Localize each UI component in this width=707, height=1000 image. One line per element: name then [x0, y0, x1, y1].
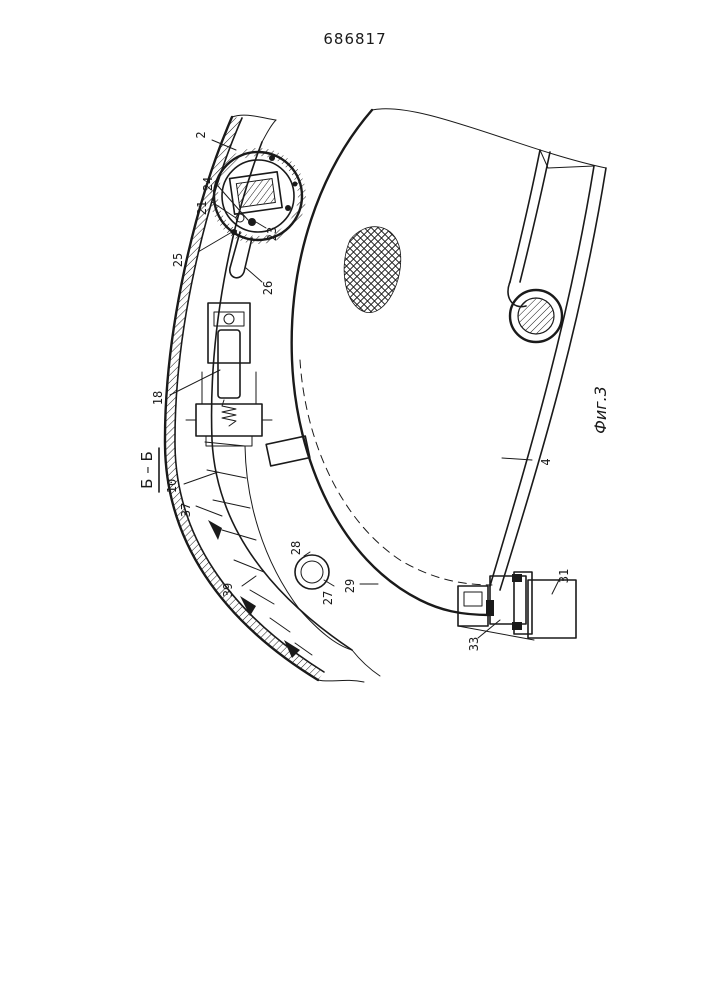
- callout-28: 28: [289, 541, 303, 555]
- callout-31: 31: [557, 569, 571, 583]
- leader-lines: [170, 140, 560, 638]
- callout-39: 39: [221, 583, 235, 597]
- callout-25: 25: [171, 253, 185, 267]
- shaft-27: [295, 555, 329, 589]
- callout-27: 27: [321, 591, 335, 605]
- circular-housing: [214, 152, 302, 278]
- callout-29: 29: [343, 579, 357, 593]
- callout-33: 33: [467, 637, 481, 651]
- callout-23: 23: [265, 227, 279, 241]
- inner-panel: [490, 150, 606, 590]
- patent-number: 686817: [323, 30, 386, 48]
- callout-24: 24: [201, 177, 215, 191]
- seal-segments: [205, 442, 352, 658]
- drum-body: [292, 109, 606, 615]
- section-label: Б – Б: [138, 451, 156, 489]
- roller: [510, 290, 562, 342]
- callout-10: 10: [165, 479, 179, 493]
- callout-2: 2: [194, 131, 208, 138]
- mesh-screen: [344, 227, 401, 313]
- cylinder-mechanism: [186, 303, 272, 446]
- callout-21: 21: [195, 201, 209, 215]
- section-label-group: Б – Б: [138, 448, 159, 492]
- callout-26: 26: [261, 281, 275, 295]
- callout-18: 18: [151, 391, 165, 405]
- callout-37: 37: [179, 503, 193, 517]
- callout-4: 4: [539, 458, 553, 465]
- figure-caption: Фиг.3: [591, 386, 610, 434]
